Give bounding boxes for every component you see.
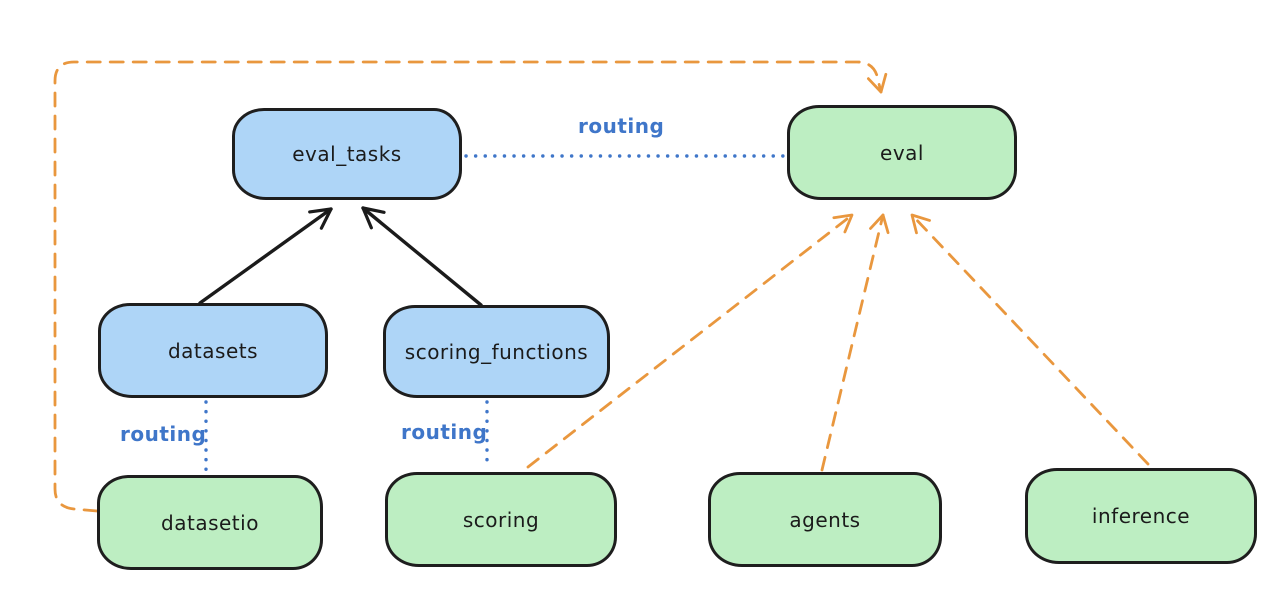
- node-eval-tasks: eval_tasks: [232, 108, 462, 200]
- edge-datasetio-to-eval: [53, 60, 888, 513]
- node-agents-label: agents: [789, 507, 861, 532]
- node-agents: agents: [708, 472, 942, 567]
- routing-label-datasets-datasetio: routing: [120, 422, 207, 446]
- node-eval-tasks-label: eval_tasks: [292, 142, 402, 166]
- node-datasetio: datasetio: [97, 475, 323, 570]
- node-scoring-functions-label: scoring_functions: [404, 339, 589, 364]
- node-inference: inference: [1025, 468, 1257, 564]
- routing-label-scoring-functions-scoring: routing: [401, 420, 488, 444]
- edge-agents-to-eval: [820, 213, 890, 472]
- node-eval-label: eval: [880, 140, 924, 165]
- node-datasetio-label: datasetio: [161, 510, 259, 535]
- node-datasets-label: datasets: [167, 338, 259, 363]
- node-inference-label: inference: [1091, 504, 1191, 528]
- node-datasets: datasets: [98, 303, 328, 398]
- edge-scoring-functions-to-eval-tasks: [361, 206, 483, 307]
- node-scoring: scoring: [385, 472, 617, 567]
- routing-label-eval-tasks-eval: routing: [578, 114, 665, 138]
- node-scoring-label: scoring: [462, 507, 540, 532]
- edge-datasets-to-eval-tasks: [198, 207, 333, 305]
- edge-inference-to-eval: [910, 213, 1150, 466]
- edge-scoring-to-eval: [526, 213, 854, 469]
- node-eval: eval: [787, 105, 1017, 200]
- node-scoring-functions: scoring_functions: [383, 305, 610, 398]
